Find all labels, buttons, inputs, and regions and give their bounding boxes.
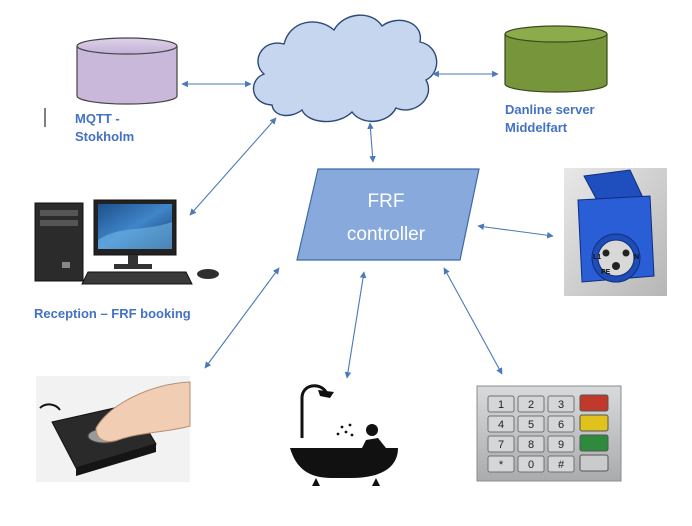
keypad-key-label: 7 xyxy=(498,439,504,451)
keypad-key xyxy=(547,435,575,453)
keypad-key-label: * xyxy=(499,459,504,471)
key-clear xyxy=(579,414,609,432)
arrow-controller-keypad xyxy=(443,267,503,375)
arrow-controller-bath xyxy=(344,271,367,379)
arrow-cloud-computer xyxy=(189,117,277,216)
socket-label-l1: L1 xyxy=(593,254,601,261)
keypad-key-label: 2 xyxy=(528,399,534,411)
arrow-controller-reader xyxy=(204,267,280,369)
frf-controller-box xyxy=(296,168,480,261)
reception-label: Reception – FRF booking xyxy=(34,306,191,321)
arrow-cloud-controller xyxy=(367,122,376,163)
rfid-reader-icon xyxy=(36,376,191,482)
key-enter xyxy=(579,434,609,452)
key-cancel xyxy=(579,394,609,412)
keypad-key xyxy=(547,455,575,473)
mqtt-database-icon xyxy=(76,37,178,105)
power-socket-icon: L1 N PE xyxy=(564,168,667,296)
keypad-key xyxy=(487,455,515,473)
computer-icon xyxy=(34,199,219,285)
arrow-controller-socket xyxy=(477,223,554,239)
key-blank xyxy=(579,454,609,472)
connection-arrows xyxy=(181,70,554,379)
keypad-key-label: 0 xyxy=(528,459,534,471)
danline-database-icon xyxy=(504,25,608,93)
keypad-key xyxy=(517,435,545,453)
keypad-key-label: 4 xyxy=(498,419,504,431)
keypad-key xyxy=(487,415,515,433)
mqtt-label-line2: Stokholm xyxy=(75,129,134,144)
keypad-key-label: # xyxy=(558,459,565,471)
cloud-icon xyxy=(252,14,438,123)
keypad-key xyxy=(517,395,545,413)
keypad-key xyxy=(517,415,545,433)
keypad-key-label: 3 xyxy=(558,399,564,411)
keypad-key xyxy=(487,435,515,453)
keypad-key-label: 8 xyxy=(528,439,534,451)
keypad-icon: 1 2 3 4 5 6 7 8 9 * 0 # xyxy=(476,385,622,482)
danline-label-line2: Middelfart xyxy=(505,120,568,135)
controller-label-line2: controller xyxy=(347,224,426,245)
danline-label-line1: Danline server xyxy=(505,102,595,117)
socket-label-n: N xyxy=(634,254,639,261)
keypad-key-label: 5 xyxy=(528,419,534,431)
controller-label-line1: FRF xyxy=(368,191,405,212)
keypad-key xyxy=(487,395,515,413)
mqtt-label-line1: MQTT - xyxy=(75,111,120,126)
keypad-key xyxy=(517,455,545,473)
keypad-key xyxy=(547,395,575,413)
socket-label-pe: PE xyxy=(601,269,611,276)
keypad-key-label: 6 xyxy=(558,419,564,431)
keypad-key-label: 9 xyxy=(558,439,564,451)
keypad-key-label: 1 xyxy=(498,399,504,411)
bathtub-icon xyxy=(290,384,398,486)
keypad-key xyxy=(547,415,575,433)
